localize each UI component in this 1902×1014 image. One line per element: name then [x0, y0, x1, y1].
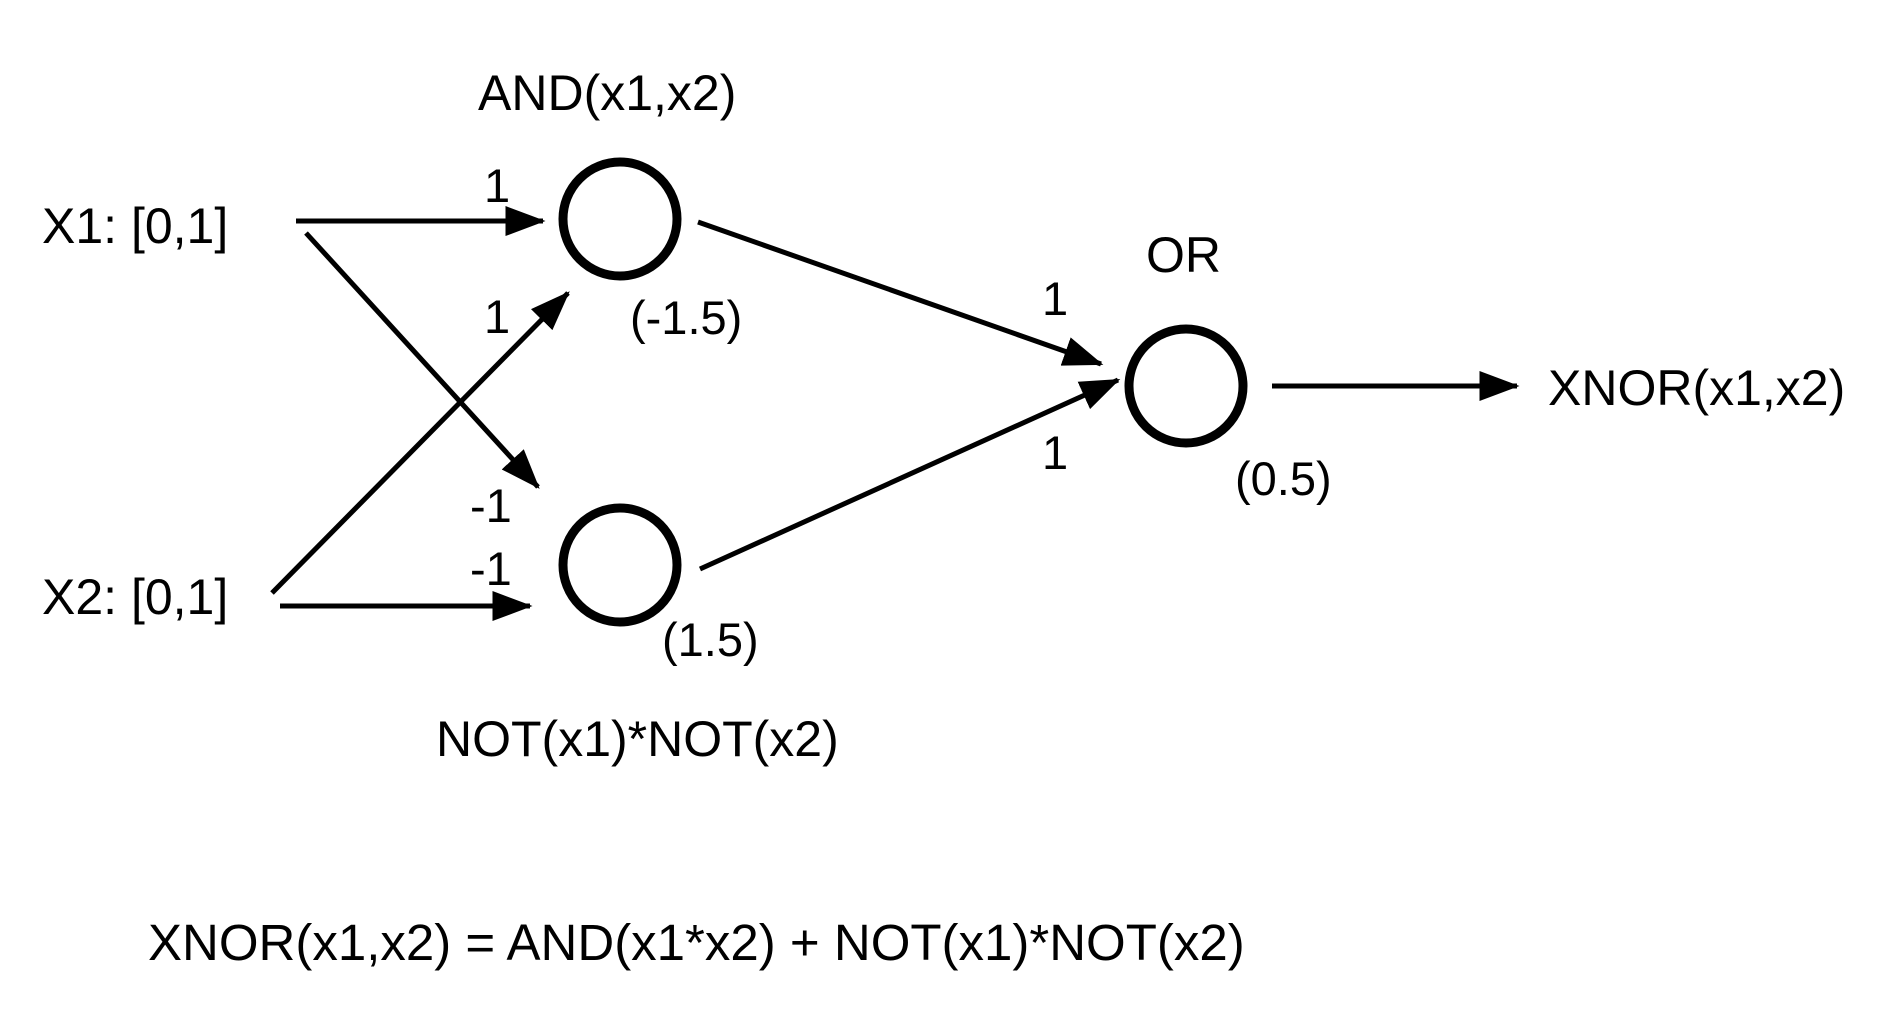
- xnor-formula: XNOR(x1,x2) = AND(x1*x2) + NOT(x1)*NOT(x…: [148, 914, 1245, 971]
- weight-and-to-or: 1: [1042, 272, 1068, 325]
- nor-node-label: NOT(x1)*NOT(x2): [436, 711, 839, 767]
- input-x2-label: X2: [0,1]: [42, 569, 228, 625]
- and-node-label: AND(x1,x2): [478, 65, 736, 121]
- edge-nor-to-or: [698, 377, 1121, 572]
- weight-x1-to-nor: -1: [470, 479, 512, 532]
- edge-x1-to-nor: [304, 231, 540, 489]
- nor-bias-label: (1.5): [662, 613, 759, 666]
- weight-x1-to-and: 1: [484, 159, 510, 212]
- edge-x2-to-and: [270, 291, 570, 595]
- weight-x2-to-nor: -1: [470, 542, 512, 595]
- and-bias-label: (-1.5): [630, 291, 742, 344]
- weight-nor-to-or: 1: [1042, 426, 1068, 479]
- or-node-label: OR: [1146, 227, 1221, 283]
- or-bias-label: (0.5): [1235, 452, 1332, 505]
- input-x1-label: X1: [0,1]: [42, 198, 228, 254]
- and-neuron: [558, 157, 682, 281]
- or-neuron: [1124, 324, 1248, 448]
- nor-neuron: [558, 503, 682, 627]
- output-label: XNOR(x1,x2): [1548, 360, 1845, 416]
- weight-x2-to-and: 1: [484, 290, 510, 343]
- edge-and-to-or: [697, 219, 1104, 367]
